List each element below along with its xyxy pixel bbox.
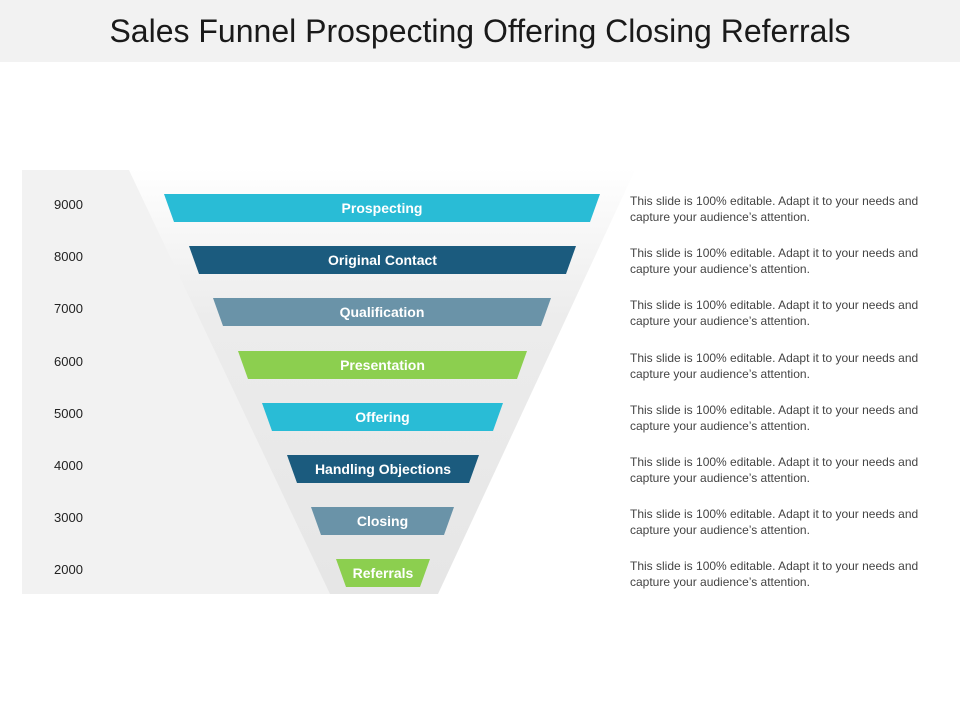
funnel-stage-handling-objections: Handling Objections — [287, 455, 479, 483]
slide-title: Sales Funnel Prospecting Offering Closin… — [109, 13, 851, 49]
stage-description: This slide is 100% editable. Adapt it to… — [630, 403, 919, 433]
funnel-stage-closing: Closing — [311, 507, 454, 535]
stage-label: Qualification — [339, 304, 425, 320]
stage-description: This slide is 100% editable. Adapt it to… — [630, 194, 919, 224]
stage-value: 4000 — [54, 458, 83, 473]
stage-description: This slide is 100% editable. Adapt it to… — [630, 298, 919, 328]
stage-label: Handling Objections — [314, 461, 452, 477]
stage-label: Closing — [356, 513, 409, 529]
stage-description: This slide is 100% editable. Adapt it to… — [630, 351, 919, 381]
stage-description: This slide is 100% editable. Adapt it to… — [630, 507, 919, 537]
stage-label: Prospecting — [341, 200, 423, 216]
stage-value: 5000 — [54, 406, 83, 421]
stage-value: 6000 — [54, 354, 83, 369]
funnel-stage-original-contact: Original Contact — [189, 246, 576, 274]
funnel-stage-referrals: Referrals — [336, 559, 430, 587]
funnel-stage-presentation: Presentation — [238, 351, 527, 379]
stage-value: 2000 — [54, 562, 83, 577]
title-bar — [0, 0, 960, 62]
stage-value: 3000 — [54, 510, 83, 525]
stage-description: This slide is 100% editable. Adapt it to… — [630, 455, 919, 485]
stage-value: 9000 — [54, 197, 83, 212]
funnel-shape — [128, 168, 636, 594]
stage-value: 7000 — [54, 301, 83, 316]
stage-value: 8000 — [54, 249, 83, 264]
stage-label: Offering — [355, 409, 410, 425]
stage-description: This slide is 100% editable. Adapt it to… — [630, 559, 919, 589]
stage-label: Referrals — [352, 565, 414, 581]
funnel-stage-prospecting: Prospecting — [164, 194, 600, 222]
stage-label: Original Contact — [328, 252, 437, 268]
funnel-stage-qualification: Qualification — [213, 298, 551, 326]
stage-label: Presentation — [340, 357, 425, 373]
stage-description: This slide is 100% editable. Adapt it to… — [630, 246, 919, 276]
funnel-stage-offering: Offering — [262, 403, 503, 431]
